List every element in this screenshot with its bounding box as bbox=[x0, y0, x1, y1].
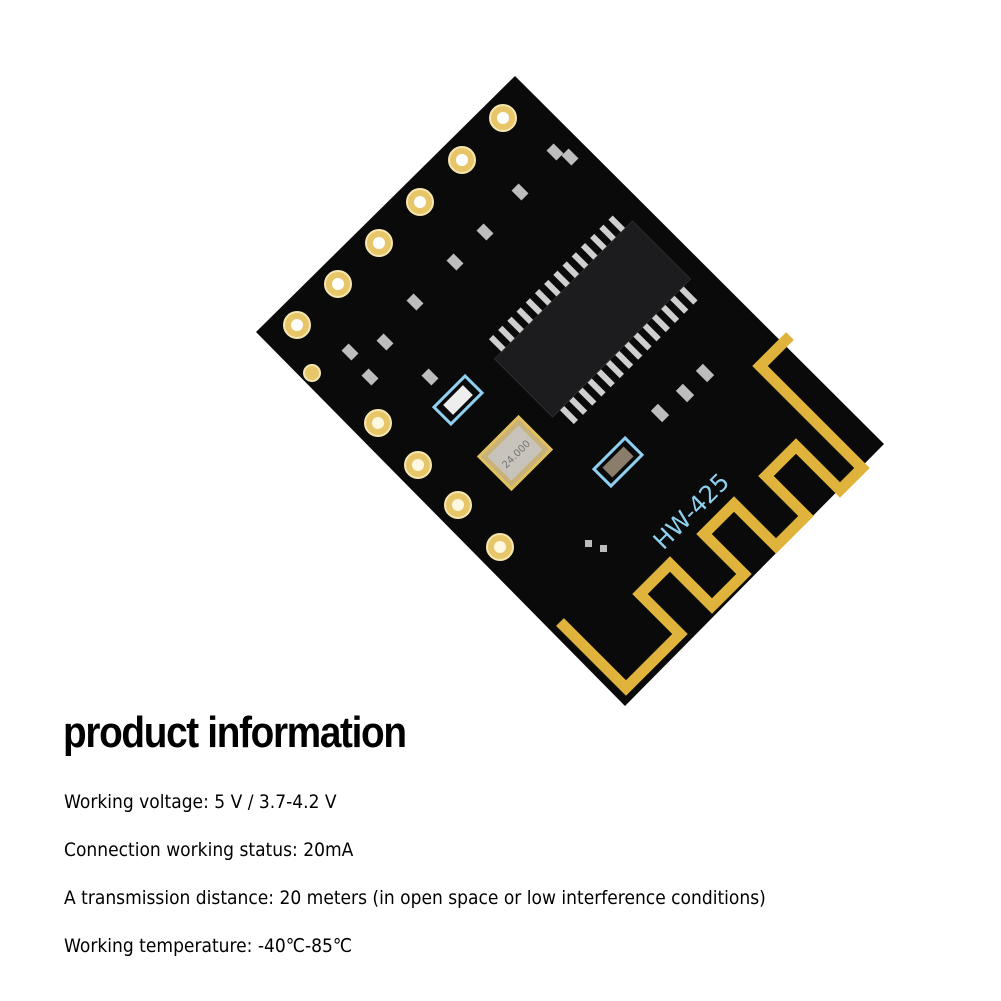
section-heading: product information bbox=[63, 708, 407, 757]
spec-working-current: Connection working status: 20mA bbox=[64, 839, 354, 861]
crystal-oscillator: 24.000 bbox=[476, 414, 554, 492]
bluetooth-module-photo: 24.000 HW-425 bbox=[256, 76, 884, 706]
led bbox=[431, 373, 485, 427]
smd-components bbox=[341, 143, 715, 552]
main-chip bbox=[488, 215, 698, 425]
antenna-trace bbox=[556, 332, 870, 696]
spec-working-voltage: Working voltage: 5 V / 3.7-4.2 V bbox=[64, 791, 337, 813]
pcb-board: 24.000 HW-425 bbox=[256, 76, 884, 706]
capacitor bbox=[591, 435, 645, 489]
spec-working-temperature: Working temperature: -40℃-85℃ bbox=[64, 935, 353, 957]
spec-transmission-distance: A transmission distance: 20 meters (in o… bbox=[64, 887, 766, 909]
